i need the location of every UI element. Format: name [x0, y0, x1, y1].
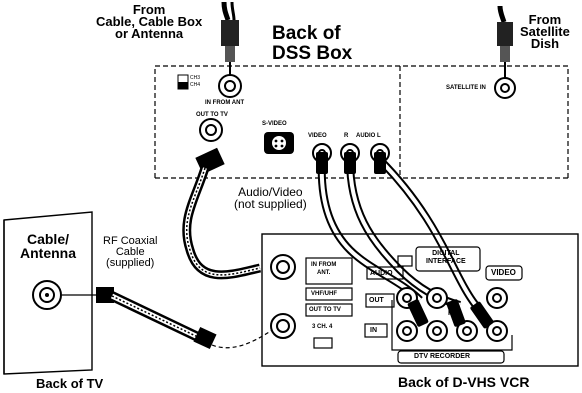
from-cable-label: From Cable, Cable Box or Antenna [96, 2, 203, 41]
audio-l-dss-label: AUDIO L [356, 133, 381, 139]
back-tv-label: Back of TV [36, 376, 104, 391]
vcr-outline [261, 233, 579, 367]
dss-in-from-ant-label: IN FROM ANT [205, 100, 245, 106]
vcr-out-to-tv-label: OUT TO TV [309, 307, 341, 313]
tv-antenna-jack [32, 280, 62, 310]
vcr-out-to-tv-jack [270, 313, 296, 339]
from-satellite-label: From Satellite Dish [520, 12, 570, 51]
vcr-in-from-ant-label: IN FROM ANT. [311, 262, 337, 276]
vcr-in-from-ant-jack [270, 254, 296, 280]
vcr-av-jacks [396, 287, 508, 342]
back-dss-title: Back of DSS Box [272, 23, 353, 64]
satellite-input-plug [497, 5, 513, 80]
audio-label: AUDIO [370, 270, 393, 277]
r-label: R [448, 310, 454, 317]
dss-out-to-tv-label: OUT TO TV [196, 112, 228, 118]
vcr-ch-label: 3 CH. 4 [312, 324, 333, 330]
dss-out-to-tv-jack [199, 118, 223, 142]
s-video-label: S-VIDEO [262, 121, 287, 127]
digital-interface-label: DIGITAL INTERFACE [426, 250, 466, 265]
rf-coaxial-label: RF Coaxial Cable (supplied) [103, 235, 158, 269]
back-vcr-label: Back of D-VHS VCR [398, 374, 530, 390]
vcr-in-plugs [407, 299, 494, 329]
video-label: VIDEO [491, 268, 516, 277]
vcr-label-boxes [305, 246, 523, 364]
video-dss-label: VIDEO [308, 133, 327, 139]
in-label: IN [370, 327, 377, 334]
dss-in-from-ant-jack [218, 74, 242, 98]
rf-cable-tv-to-vcr [62, 287, 273, 350]
cable-input-plug [221, 1, 239, 78]
rf-cable-dss-to-vcr [182, 147, 262, 280]
vhf-uhf-label: VHF/UHF [311, 291, 337, 297]
s-video-jack [264, 132, 294, 154]
audio-video-label: Audio/Video (not supplied) [234, 185, 307, 211]
ch-switch [177, 74, 189, 90]
out-label: OUT [369, 297, 384, 304]
satellite-in-jack [494, 77, 516, 99]
dss-box-outline [154, 65, 569, 179]
satellite-in-label: SATELLITE IN [446, 85, 486, 91]
ch-switch-label: CH3 CH4 [190, 75, 201, 88]
l-label: L [420, 310, 425, 317]
av-plugs [316, 152, 386, 174]
dtv-recorder-label: DTV RECORDER [414, 353, 471, 360]
r-dss-label: R [344, 133, 349, 139]
tv-outline [3, 211, 93, 375]
cable-antenna-label: Cable/ Antenna [20, 231, 76, 261]
